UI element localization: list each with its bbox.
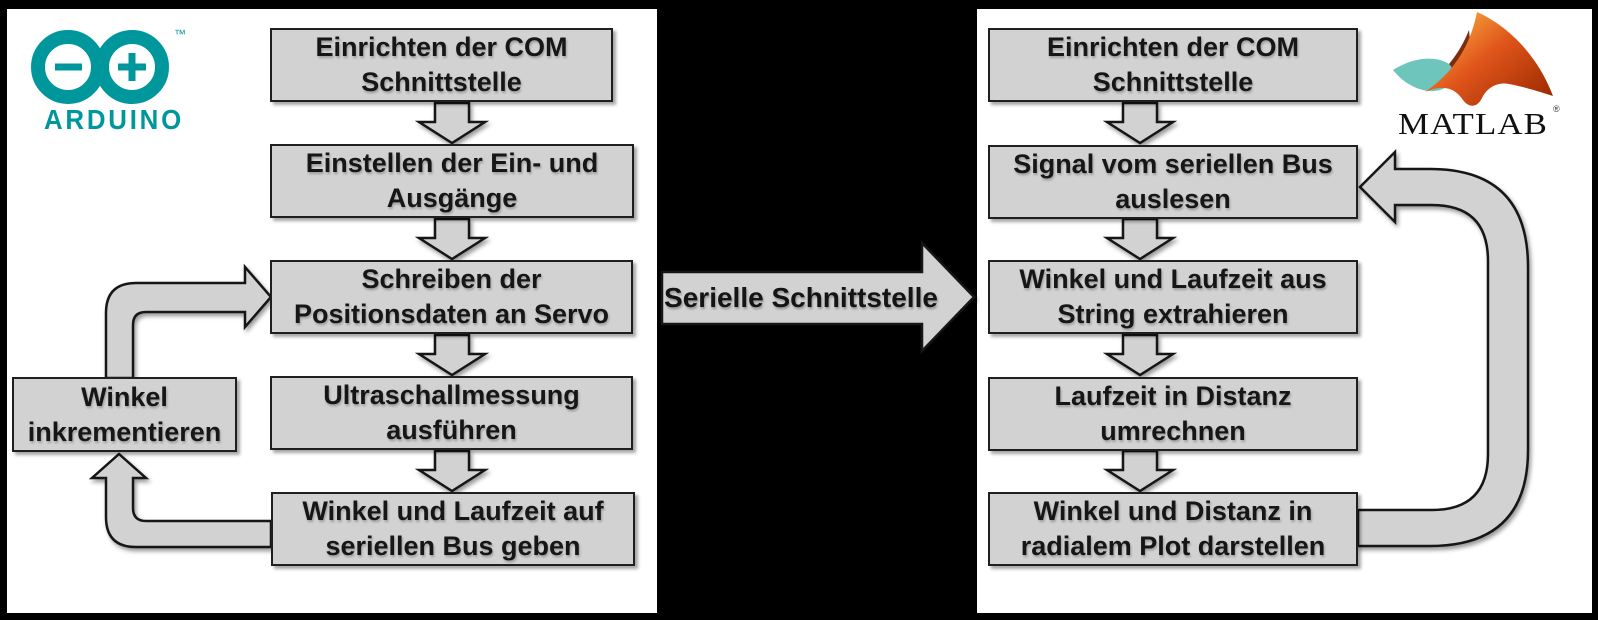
- flow-box-line: Signal vom seriellen Bus: [1013, 149, 1333, 179]
- flow-box-matlab-extract-string: Winkel und Laufzeit aus String extrahier…: [988, 260, 1358, 334]
- flow-box-line: Schreiben der: [361, 264, 542, 294]
- arduino-wordmark: ARDUINO: [44, 104, 184, 135]
- flow-box-line: Einrichten der COM: [1046, 32, 1300, 62]
- flow-box-arduino-com-setup: Einrichten der COM Schnittstelle: [270, 28, 613, 102]
- flow-box-arduino-write-servo: Schreiben der Positionsdaten an Servo: [270, 260, 633, 334]
- flow-box-line: umrechnen: [1100, 416, 1246, 446]
- loop-arrow-increment-to-write: [104, 263, 273, 380]
- serial-interface-label: Serielle Schnittstelle: [664, 282, 938, 313]
- flow-box-line: Schnittstelle: [1092, 67, 1254, 97]
- flow-box-matlab-read-serial: Signal vom seriellen Bus auslesen: [988, 145, 1358, 219]
- flow-box-arduino-io-setup: Einstellen der Ein- und Ausgänge: [270, 144, 634, 218]
- serial-interface-arrow: [660, 239, 976, 355]
- flow-box-line: auslesen: [1115, 184, 1231, 214]
- flow-box-line: Winkel und Distanz in: [1033, 496, 1313, 526]
- flow-box-line: radialem Plot darstellen: [1020, 531, 1326, 561]
- flow-box-line: ausführen: [386, 415, 517, 445]
- flow-box-line: inkrementieren: [27, 416, 222, 447]
- flow-box-matlab-convert-distance: Laufzeit in Distanz umrechnen: [988, 377, 1358, 451]
- flow-box-arduino-ultrasound: Ultraschallmessung ausführen: [270, 376, 633, 450]
- flow-box-line: Ausgänge: [386, 183, 518, 213]
- flow-box-line: seriellen Bus geben: [325, 531, 581, 561]
- flow-box-line: Schnittstelle: [361, 67, 522, 97]
- down-arrow-icon: [417, 217, 487, 261]
- minus-icon: [55, 63, 82, 71]
- down-arrow-icon: [1105, 217, 1175, 261]
- down-arrow-icon: [1105, 449, 1175, 493]
- flow-box-line: Ultraschallmessung: [323, 380, 580, 410]
- matlab-flame: [1425, 12, 1553, 106]
- flow-box-line: Winkel: [81, 381, 168, 412]
- flow-box-line: String extrahieren: [1057, 299, 1289, 329]
- plus-icon: [128, 53, 136, 81]
- down-arrow-icon: [1105, 333, 1175, 377]
- arduino-trademark: ™: [174, 27, 186, 41]
- flow-box-matlab-com-setup: Einrichten der COM Schnittstelle: [988, 28, 1358, 102]
- matlab-registered-mark: ®: [1553, 104, 1560, 114]
- flow-box-arduino-increment-angle: Winkel inkrementieren: [12, 377, 237, 452]
- flow-box-line: Einrichten der COM: [315, 32, 568, 62]
- flow-box-line: Winkel und Laufzeit aus: [1019, 264, 1327, 294]
- flow-box-line: Winkel und Laufzeit auf: [302, 496, 604, 526]
- down-arrow-icon: [417, 449, 487, 493]
- arduino-ring-right: [95, 30, 169, 104]
- down-arrow-icon: [417, 333, 487, 377]
- matlab-logo: MATLAB ®: [1393, 12, 1560, 141]
- flow-box-line: Laufzeit in Distanz: [1054, 381, 1292, 411]
- flow-box-matlab-radial-plot: Winkel und Distanz in radialem Plot dars…: [988, 492, 1358, 566]
- flow-box-line: Positionsdaten an Servo: [293, 299, 610, 329]
- arduino-logo: ™ ARDUINO: [31, 27, 186, 135]
- flow-box-line: Einstellen der Ein- und: [305, 148, 599, 178]
- down-arrow-icon: [417, 101, 487, 145]
- down-arrow-icon: [1105, 101, 1175, 145]
- matlab-wordmark: MATLAB: [1398, 106, 1548, 141]
- flow-box-arduino-serial-out: Winkel und Laufzeit auf seriellen Bus ge…: [271, 492, 635, 566]
- loop-arrow-serial-to-increment: [88, 452, 273, 549]
- loop-arrow-plot-to-signal: [1356, 148, 1530, 548]
